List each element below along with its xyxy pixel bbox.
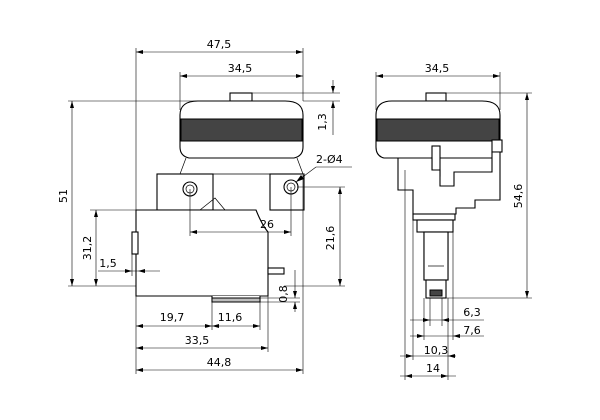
dim-hole-height: 21,6 bbox=[284, 186, 345, 287]
dim-label-terminal-thickness: 0,8 bbox=[277, 285, 290, 303]
dim-label-base-width: 44,8 bbox=[207, 356, 232, 369]
paddle bbox=[179, 92, 304, 175]
dim-label-end-body-b: 14 bbox=[426, 362, 440, 375]
dim-bottom-chain: 19,7 11,6 33,5 44,8 bbox=[135, 175, 304, 374]
side-view: 47,5 34,5 1,3 2-Ø4 bbox=[57, 38, 352, 374]
dim-paddle-width: 34,5 bbox=[179, 62, 303, 110]
dim-label-end-terminal-a: 6,3 bbox=[463, 306, 481, 319]
end-paddle bbox=[375, 92, 503, 177]
dim-end-paddle-width: 34,5 bbox=[375, 62, 501, 110]
end-view: 34,5 54,6 6,3 7,6 bbox=[375, 62, 532, 380]
dim-paddle-gap: 1,3 bbox=[252, 80, 340, 135]
dim-label-end-overall-height: 54,6 bbox=[512, 184, 525, 209]
dim-end-overall-height: 54,6 bbox=[446, 92, 532, 299]
dim-body-height: 31,2 bbox=[81, 209, 136, 286]
dim-label-edge-offset: 1,5 bbox=[99, 257, 117, 270]
dim-label-overall-height: 51 bbox=[57, 189, 70, 203]
dim-label-end-paddle-width: 34,5 bbox=[425, 62, 450, 75]
dim-label-hole-height: 21,6 bbox=[324, 226, 337, 251]
dim-label-terminal-right: 11,6 bbox=[218, 311, 243, 324]
mounting-ears bbox=[156, 173, 305, 211]
dim-label-terminal-left: 19,7 bbox=[160, 311, 185, 324]
dim-label-hole-spec: 2-Ø4 bbox=[316, 153, 343, 166]
dim-label-paddle-gap: 1,3 bbox=[316, 113, 329, 131]
dim-label-body-height: 31,2 bbox=[81, 236, 94, 261]
dim-end-bottom-chain: 6,3 7,6 10,3 14 bbox=[400, 170, 484, 380]
dim-label-end-body-a: 10,3 bbox=[424, 344, 449, 357]
dim-hole-spec: 2-Ø4 bbox=[295, 153, 352, 183]
dim-label-paddle-width: 34,5 bbox=[228, 62, 253, 75]
dim-label-overall-width: 47,5 bbox=[207, 38, 232, 51]
dim-overall-height: 51 bbox=[57, 100, 230, 287]
switch-body bbox=[131, 209, 285, 303]
dim-edge-offset: 1,5 bbox=[98, 254, 160, 276]
dim-label-end-terminal-b: 7,6 bbox=[463, 324, 481, 337]
end-body bbox=[397, 151, 501, 299]
dim-overall-width: 47,5 bbox=[135, 38, 304, 210]
dim-label-body-width: 33,5 bbox=[185, 334, 210, 347]
dim-hole-pitch: 26 bbox=[189, 187, 292, 236]
dim-terminal-thickness: 0,8 bbox=[260, 270, 300, 312]
dim-label-hole-pitch: 26 bbox=[260, 218, 274, 231]
